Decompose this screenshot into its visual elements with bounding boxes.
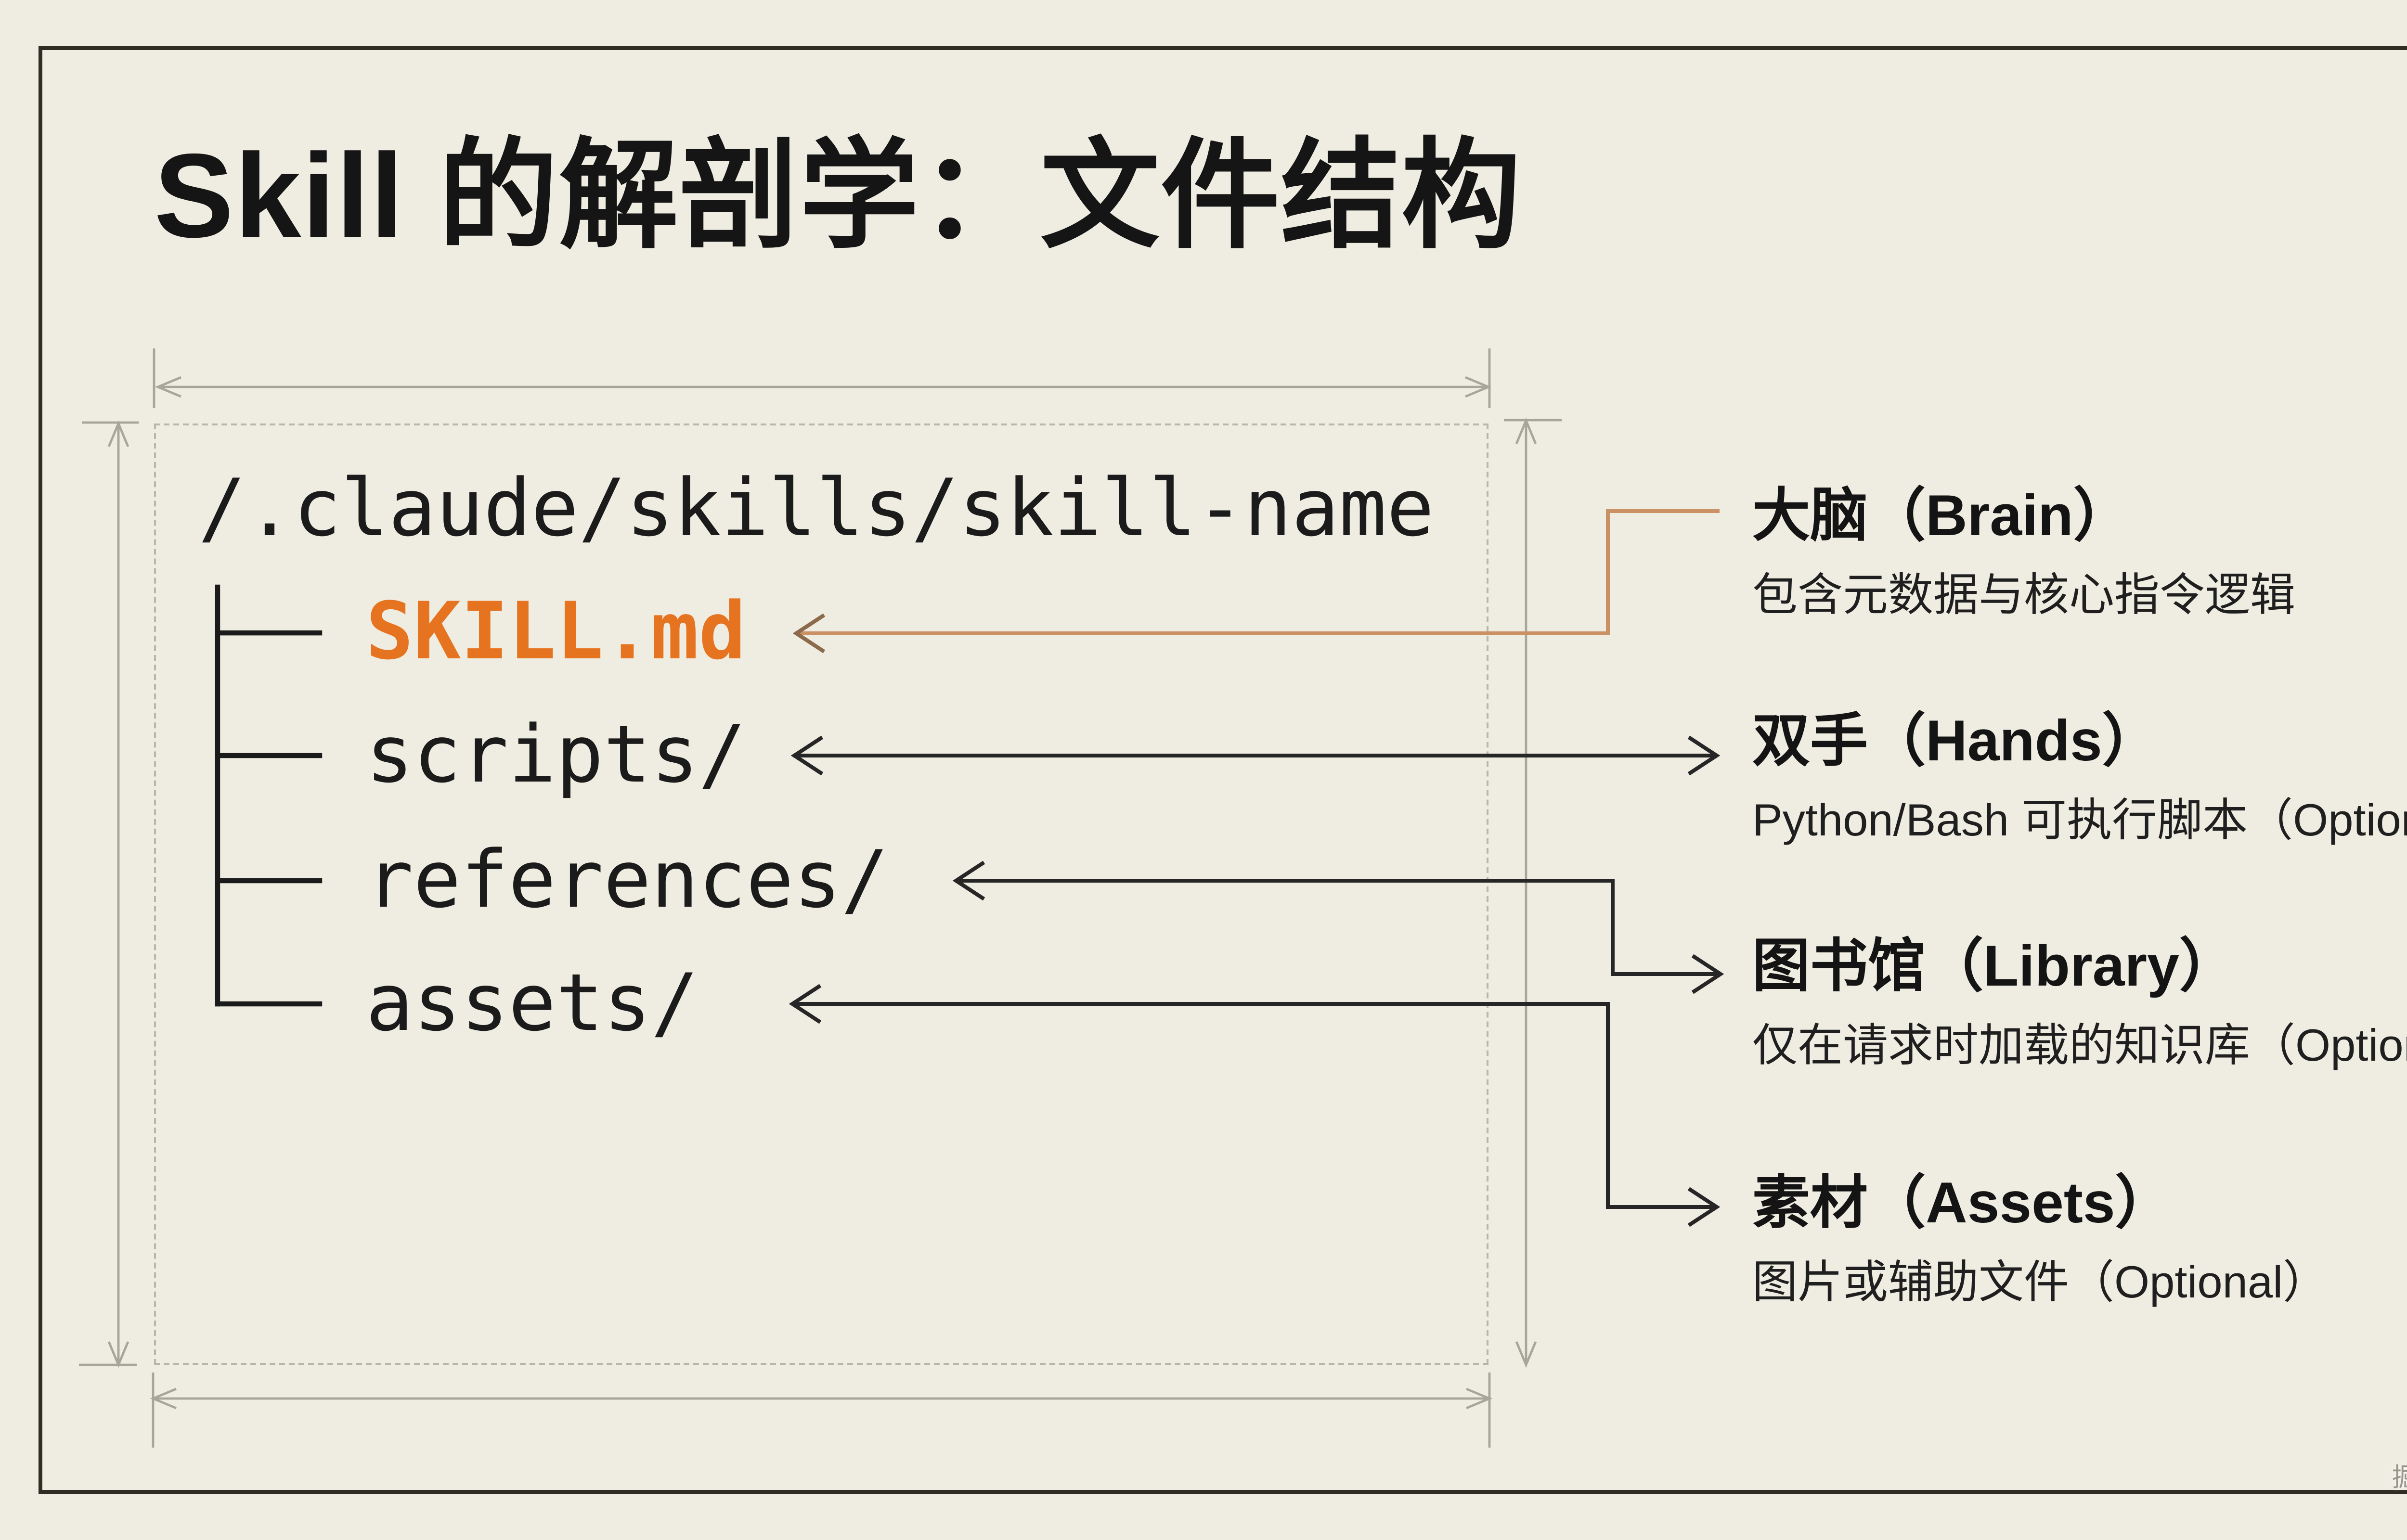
connector-assets-arrowhead-right: [1687, 1187, 1721, 1227]
connector-references-arrowhead-right: [1691, 954, 1724, 994]
annotation-brain-title: 大脑（Brain）: [1752, 485, 2131, 549]
tree-branch-lines: [215, 584, 323, 1007]
connector-assets-line: [793, 1002, 1716, 1209]
annotation-assets-description: 图片或辅助文件（Optional）: [1752, 1257, 2329, 1307]
annotation-library: 图书馆（Library） 仅在请求时加载的知识库（Optional）: [1752, 937, 2407, 1072]
connector-skill-arrowhead-left: [792, 613, 826, 654]
tree-item-scripts: scripts/: [366, 708, 746, 801]
tree-item-references: references/: [366, 834, 889, 926]
connector-skill-to-brain: [792, 509, 1720, 654]
annotation-hands-title: 双手（Hands）: [1752, 710, 2160, 774]
annotation-brain: 大脑（Brain） 包含元数据与核心指令逻辑: [1752, 485, 2295, 622]
annotation-assets-title: 素材（Assets）: [1752, 1172, 2173, 1236]
measurement-dashed-box: [154, 423, 1488, 1365]
connector-scripts-arrowhead-left: [790, 735, 824, 776]
tree-item-assets: assets/: [366, 957, 699, 1049]
community-watermark: 掘金技术社区 @ KaneLogger: [2392, 1464, 2407, 1492]
annotation-assets: 素材（Assets） 图片或辅助文件（Optional）: [1752, 1172, 2329, 1309]
connector-references-line: [957, 879, 1720, 976]
connector-scripts-arrowhead-right: [1687, 735, 1721, 776]
tree-root-path: /.claude/skills/skill-name: [198, 462, 1435, 554]
annotation-library-title: 图书馆（Library）: [1752, 936, 2237, 999]
measure-top-arrowhead-left: [155, 376, 181, 398]
annotation-brain-description: 包含元数据与核心指令逻辑: [1752, 570, 2295, 620]
page-title: Skill 的解剖学：文件结构: [154, 131, 1522, 264]
annotation-hands: 双手（Hands） Python/Bash 可执行脚本（Optional）: [1752, 710, 2407, 847]
connector-assets-arrowhead-left: [789, 984, 822, 1024]
connectors-black: [789, 735, 1724, 1227]
slide-border-frame: [39, 45, 2407, 1494]
measure-right-arrowhead-bottom: [1515, 1341, 1537, 1368]
connector-skill-line: [797, 509, 1720, 635]
tree-item-skill-md: SKILL.md: [366, 585, 746, 678]
annotation-library-description: 仅在请求时加载的知识库（Optional）: [1752, 1020, 2407, 1070]
measurement-lines: [79, 348, 1562, 1448]
annotation-hands-description: Python/Bash 可执行脚本（Optional）: [1752, 795, 2407, 845]
connector-references-arrowhead-left: [952, 860, 985, 901]
